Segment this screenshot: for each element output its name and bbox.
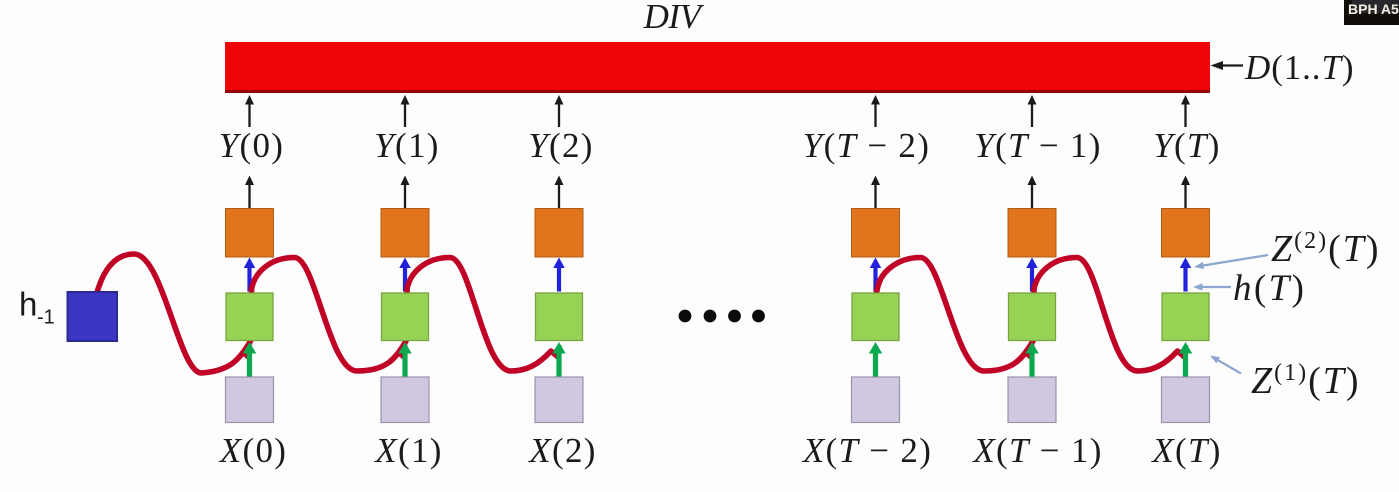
- svg-text:X(0): X(0): [218, 431, 287, 470]
- svg-text:X(T − 1): X(T − 1): [971, 431, 1102, 470]
- svg-text:h(T): h(T): [1233, 268, 1306, 309]
- svg-text:h: h: [19, 286, 37, 323]
- svg-text:Z(1)(T): Z(1)(T): [1251, 360, 1361, 402]
- svg-text:Y(T): Y(T): [1153, 126, 1220, 165]
- svg-text:X(1): X(1): [373, 431, 442, 470]
- svg-text:Y(T − 2): Y(T − 2): [803, 126, 930, 165]
- svg-text:X(T): X(T): [1150, 431, 1221, 470]
- svg-text:Y(T − 1): Y(T − 1): [974, 126, 1101, 165]
- svg-text:BPH A5: BPH A5: [1348, 1, 1399, 17]
- svg-text:Y(1): Y(1): [374, 126, 439, 165]
- svg-text:Y(0): Y(0): [219, 126, 284, 165]
- svg-text:Y(2): Y(2): [528, 126, 593, 165]
- svg-text:D(1..T): D(1..T): [1244, 48, 1354, 87]
- svg-text:DIV: DIV: [643, 0, 705, 36]
- svg-text:-1: -1: [37, 307, 55, 329]
- svg-text:X(T − 2): X(T − 2): [801, 431, 932, 470]
- svg-text:Z(2)(T): Z(2)(T): [1271, 228, 1381, 270]
- svg-text:X(2): X(2): [527, 431, 596, 470]
